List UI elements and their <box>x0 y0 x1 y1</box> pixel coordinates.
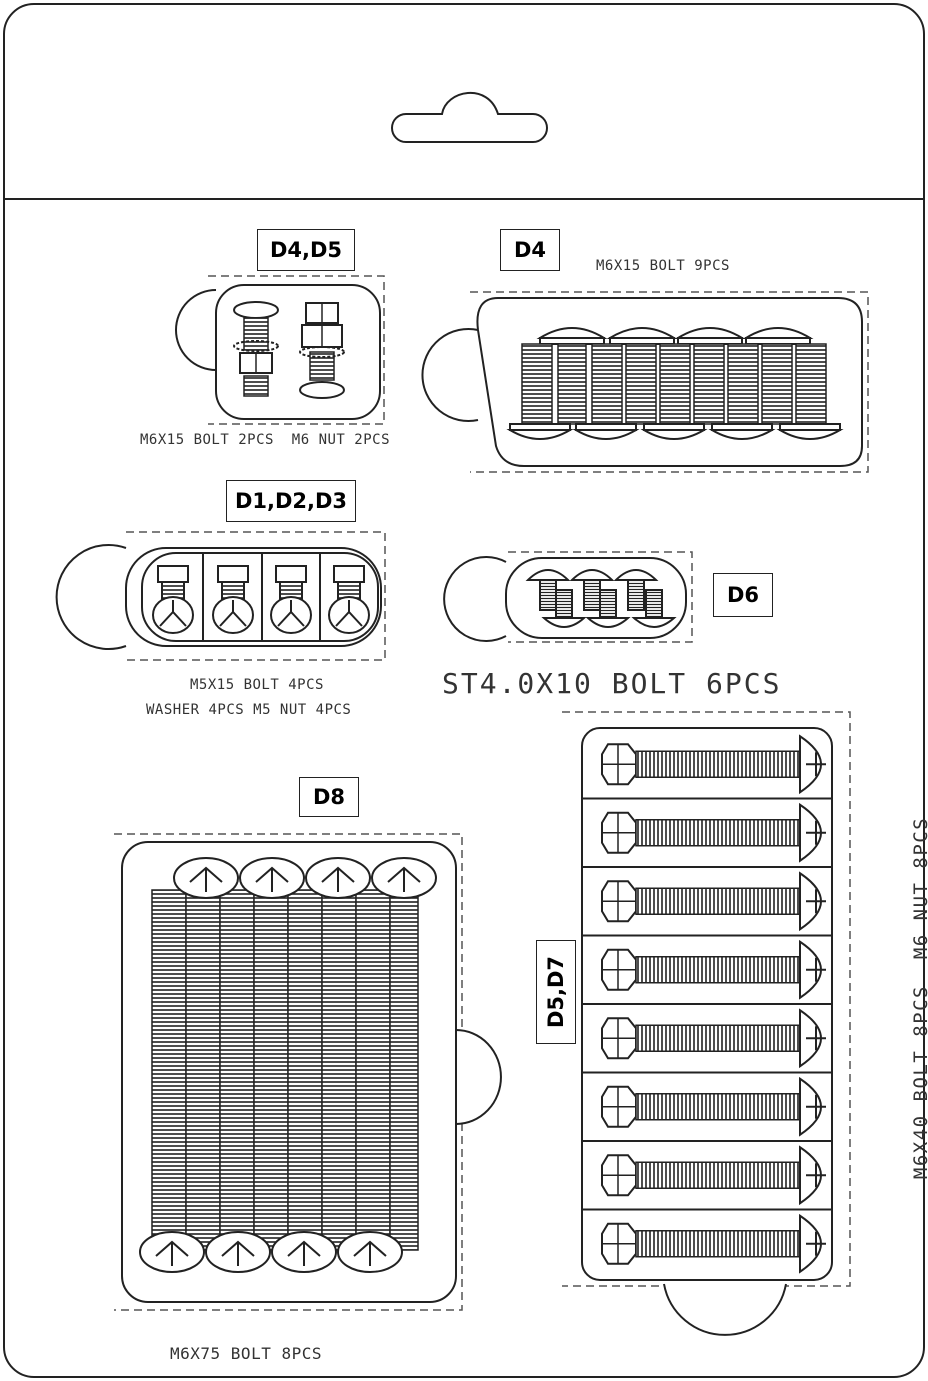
kit-m6x15-nut <box>175 275 385 425</box>
m6x40-bolt <box>582 797 832 863</box>
kit-m6x40 <box>562 711 851 1336</box>
kit-st4-bolt <box>443 551 693 643</box>
m6x40-bolt <box>601 734 826 795</box>
m6x40-bolt <box>582 1208 832 1274</box>
tag-d5-d7-text: D5,D7 <box>544 955 569 1029</box>
tag-d1-d2-d3: D1,D2,D3 <box>226 480 356 522</box>
tag-d8: D8 <box>299 777 359 817</box>
tag-d5-d7: D5,D7 <box>536 940 576 1044</box>
m6x40-bolt <box>582 1003 832 1069</box>
kit-m6x75 <box>114 833 502 1311</box>
m6x40-bolt <box>582 1140 832 1206</box>
kit-m5x15 <box>55 531 386 661</box>
m6x40-bolt <box>582 934 832 1000</box>
caption-m6x15-9pcs: M6X15 BOLT 9PCS <box>596 258 730 274</box>
kit-m6x15-nine <box>421 291 869 473</box>
tag-d4: D4 <box>500 229 560 271</box>
caption-m6x40-nut: M6X40 BOLT 8PCS M6 NUT 8PCS <box>888 817 928 1205</box>
tag-d6: D6 <box>713 573 773 617</box>
caption-m5x15-line1: M5X15 BOLT 4PCS <box>190 677 324 693</box>
caption-m6x15-nut: M6X15 BOLT 2PCS M6 NUT 2PCS <box>140 432 391 448</box>
caption-m6x75: M6X75 BOLT 8PCS <box>170 1344 322 1363</box>
m6x40-bolt <box>582 1071 832 1137</box>
caption-st4-bolt: ST4.0X10 BOLT 6PCS <box>442 667 782 700</box>
m6x40-bolt <box>582 866 832 932</box>
hang-hole <box>391 91 548 143</box>
tag-d4-d5: D4,D5 <box>257 229 355 271</box>
caption-m6x40-nut-text: M6X40 BOLT 8PCS M6 NUT 8PCS <box>910 816 928 1180</box>
caption-m5x15-line2: WASHER 4PCS M5 NUT 4PCS <box>146 702 352 718</box>
